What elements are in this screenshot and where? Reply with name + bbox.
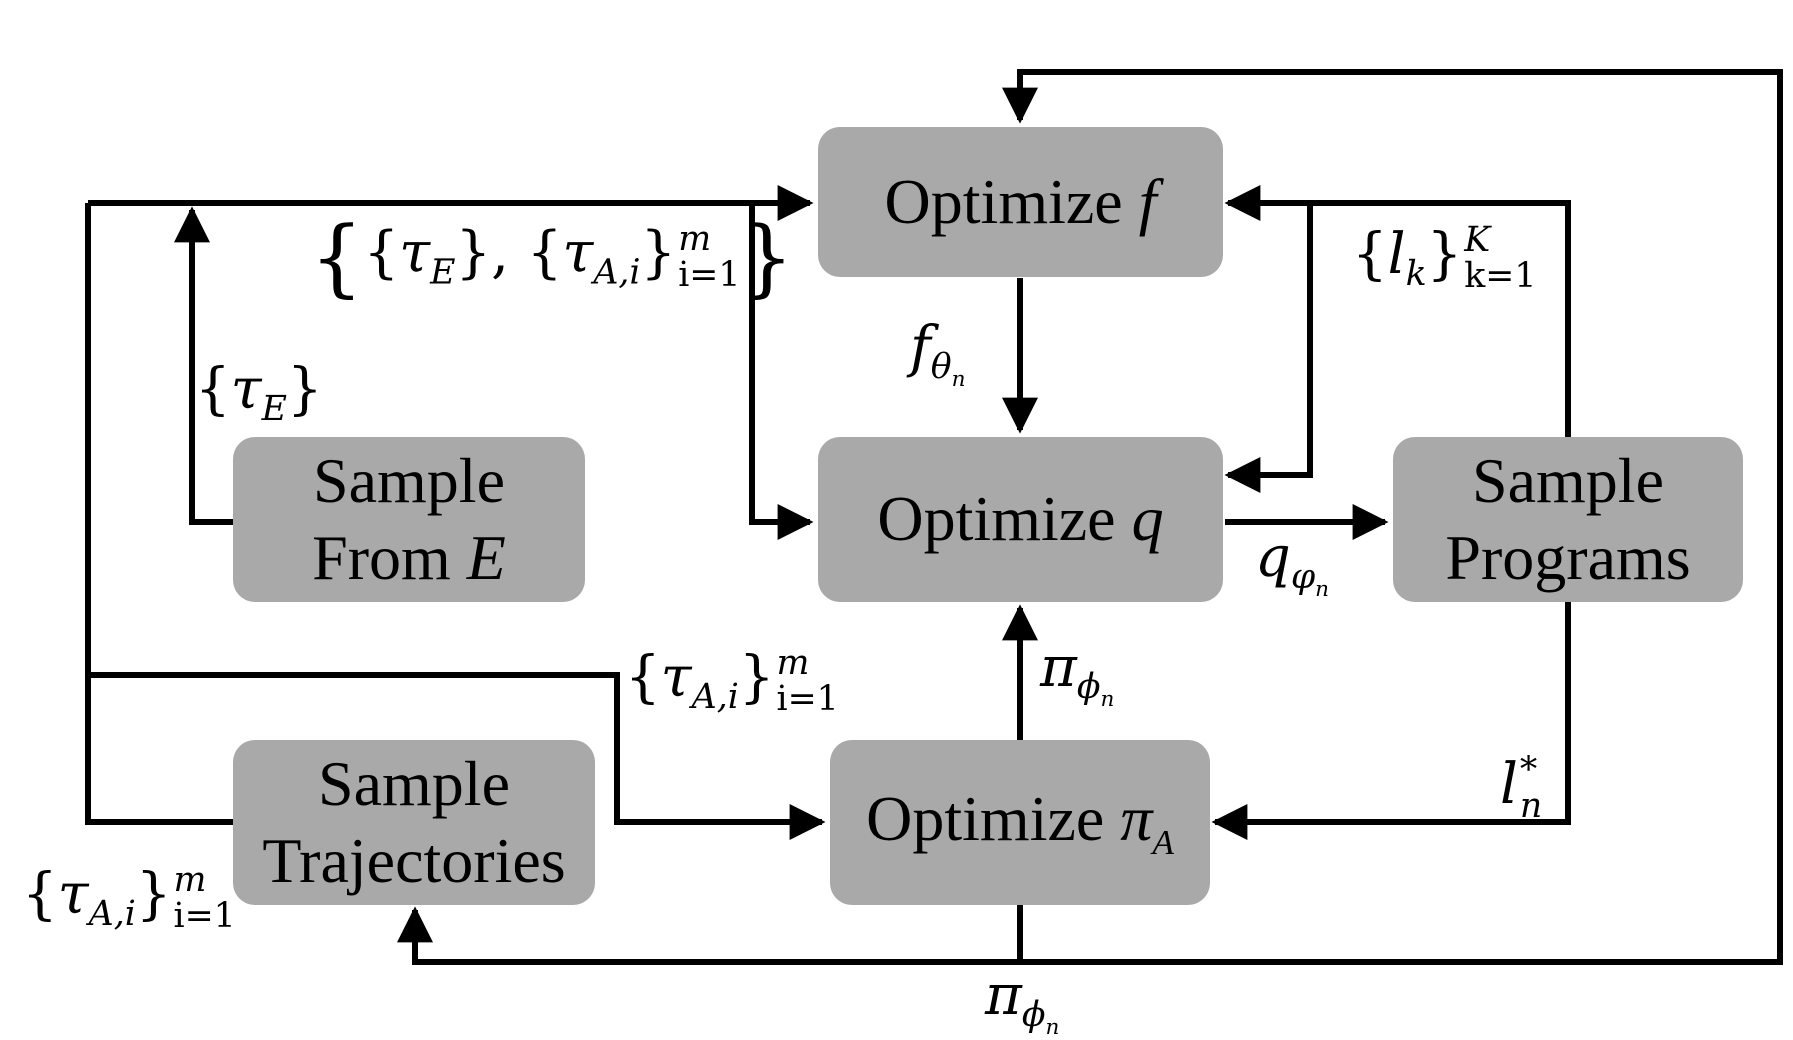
label-tau-e-set: {τE} — [195, 357, 323, 430]
label-pi-phi-n-bottom: πϕn — [985, 963, 1060, 1040]
optimize-q-node: Optimize q — [818, 437, 1223, 602]
sample-from-e-node: Sample From E — [233, 437, 585, 602]
edge-pi-to-trajectories — [397, 905, 1023, 965]
edge-trajectories-left-loop — [85, 203, 233, 825]
label-f-theta-n: fθn — [910, 315, 966, 393]
label-pi-phi-n-up: πϕn — [1040, 635, 1115, 713]
optimize-pi-node: Optimize πA — [830, 740, 1210, 905]
edge-sample-e-up — [174, 206, 233, 525]
optimize-f-node: Optimize f — [818, 127, 1223, 277]
edge-trajectories-to-pi — [88, 672, 826, 840]
edge-programs-to-q — [1224, 203, 1313, 493]
sample-trajectories-node: Sample Trajectories — [233, 740, 595, 905]
label-q-phi-n: qφn — [1255, 525, 1330, 603]
sample-programs-node: Sample Programs — [1393, 437, 1743, 602]
label-l-n-star: l*n — [1500, 750, 1543, 827]
edge-pi-right-loop — [1002, 69, 1783, 965]
edge-programs-to-pi — [1211, 602, 1571, 840]
edge-into-optimize-q-left — [749, 203, 814, 540]
edge-programs-up — [1224, 185, 1571, 437]
